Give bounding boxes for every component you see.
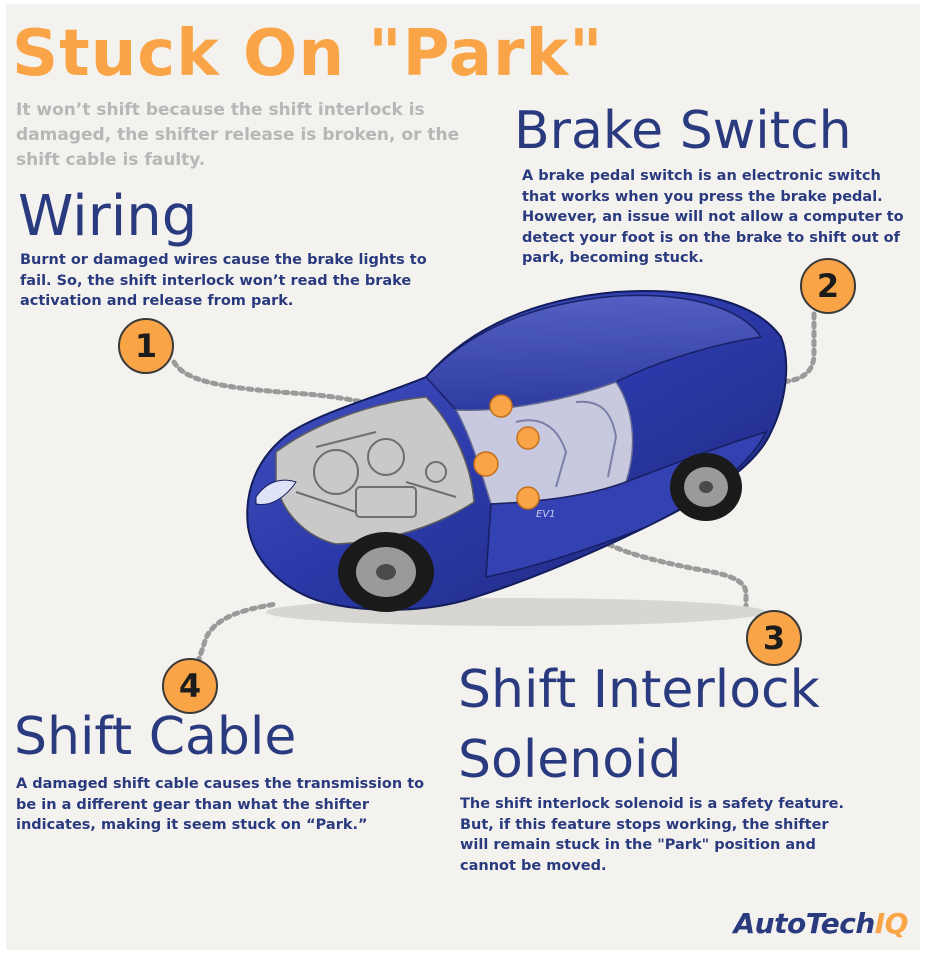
autotechiq-logo: AutoTechIQ [733,907,909,940]
page-title: Stuck On "Park" [12,17,604,91]
wiring-heading: Wiring [18,184,198,249]
logo-part-autotech: AutoTech [733,907,876,940]
badge-2: 2 [800,258,856,314]
page-subtitle: It won’t shift because the shift interlo… [16,100,460,170]
logo-part-iq: IQ [874,907,909,940]
marker-brake-switch [516,426,540,450]
shift-cable-description: A damaged shift cable causes the transmi… [16,776,425,833]
shift-interlock-description: The shift interlock solenoid is a safety… [460,796,844,874]
shift-interlock-heading-line1: Shift Interlock [458,660,820,720]
car-headlight [255,479,297,506]
shift-interlock-heading-line2: Solenoid [458,730,682,790]
rear-wheel [670,453,742,521]
engine-details [295,431,457,518]
marker-shift-interlock [516,486,540,510]
car-model-label: EV1 [536,509,556,520]
badge-3: 3 [746,610,802,666]
shift-cable-heading: Shift Cable [14,707,297,767]
marker-wiring [489,394,513,418]
badge-1: 1 [118,318,174,374]
component-markers [473,394,540,510]
seat-details [515,400,618,488]
brake-switch-heading: Brake Switch [514,101,852,161]
infographic-page: EV1 Stuck On "Park" It won’t shift becau… [6,4,920,950]
marker-shift-cable [473,451,499,477]
connector-line-4 [195,601,279,665]
wiring-description: Burnt or damaged wires cause the brake l… [20,252,427,309]
badge-4: 4 [162,658,218,714]
front-wheel [338,532,434,612]
car-cutaway-illustration: EV1 [246,290,788,626]
brake-switch-description: A brake pedal switch is an electronic sw… [522,168,904,266]
